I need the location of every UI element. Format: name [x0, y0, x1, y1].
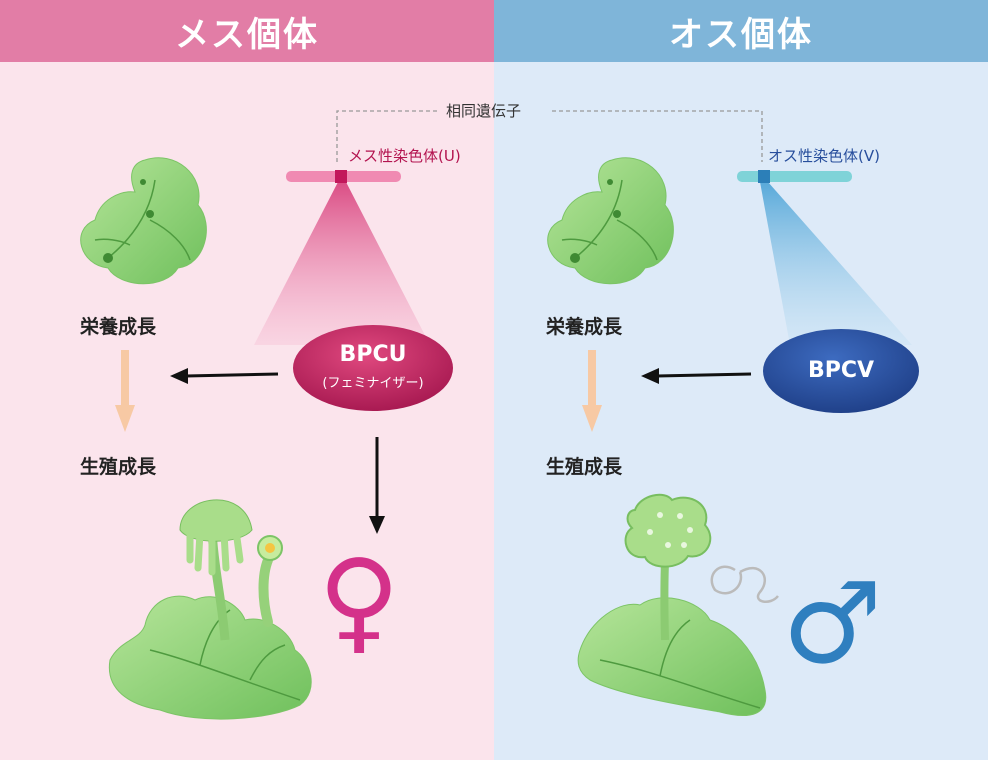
male-reproductive-plant-icon: [577, 493, 779, 716]
female-gene-arrows: [170, 368, 385, 534]
female-growth-arrow: [115, 350, 135, 432]
bpcv-ellipse: [763, 329, 919, 413]
bpcv-gene-name: BPCV: [807, 358, 875, 383]
female-chromosome-label: メス性染色体(U): [348, 147, 461, 165]
male-gene-arrow: [641, 368, 752, 384]
female-vegetative-label: 栄養成長: [80, 316, 157, 338]
female-reproductive-label: 生殖成長: [80, 456, 157, 478]
male-vegetative-label: 栄養成長: [546, 316, 623, 338]
bpcu-gene-role: (フェミナイザー): [322, 376, 424, 391]
male-chromosome-label: オス性染色体(V): [768, 147, 880, 165]
male-vegetative-plant-icon: [547, 157, 674, 285]
homologous-gene-label: 相同遺伝子: [446, 102, 522, 120]
female-reproductive-plant-icon: [108, 499, 312, 720]
female-symbol: ♀: [318, 536, 401, 666]
female-vegetative-plant-icon: [80, 157, 207, 285]
female-chromosome: [254, 170, 430, 345]
bpcu-ellipse: [293, 325, 453, 411]
male-chromosome: [737, 170, 912, 345]
bpcu-gene-name: BPCU: [339, 342, 407, 367]
male-growth-arrow: [582, 350, 602, 432]
male-reproductive-label: 生殖成長: [546, 456, 623, 478]
male-symbol: ♂: [782, 559, 883, 689]
male-header: オス個体: [494, 0, 988, 62]
homologous-bracket: [336, 110, 763, 162]
female-header: メス個体: [0, 0, 494, 62]
